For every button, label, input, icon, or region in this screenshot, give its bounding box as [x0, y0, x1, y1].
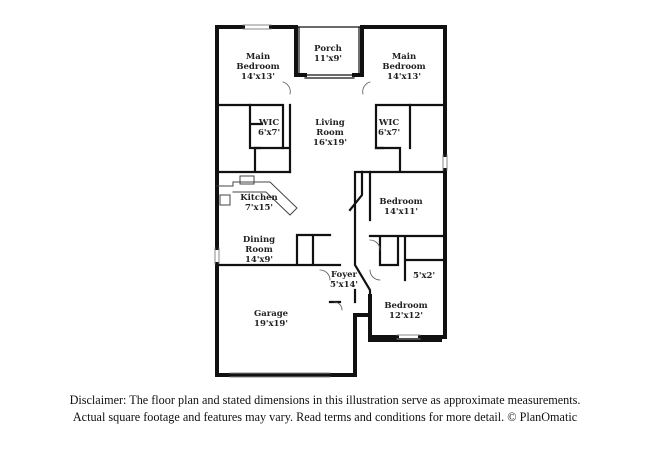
disclaimer: Disclaimer: The floor plan and stated di…: [0, 392, 650, 426]
interior-walls: [215, 103, 447, 304]
disclaimer-line-2: Actual square footage and features may v…: [72, 410, 578, 424]
room-label-closet: 5'x2': [412, 271, 436, 281]
porch: [295, 26, 363, 79]
door-swings: [282, 81, 381, 311]
disclaimer-line-1: Disclaimer: The floor plan and stated di…: [69, 393, 581, 407]
kitchen-counters: [216, 175, 298, 216]
exterior-walls: [215, 25, 447, 377]
windows: [214, 24, 448, 378]
